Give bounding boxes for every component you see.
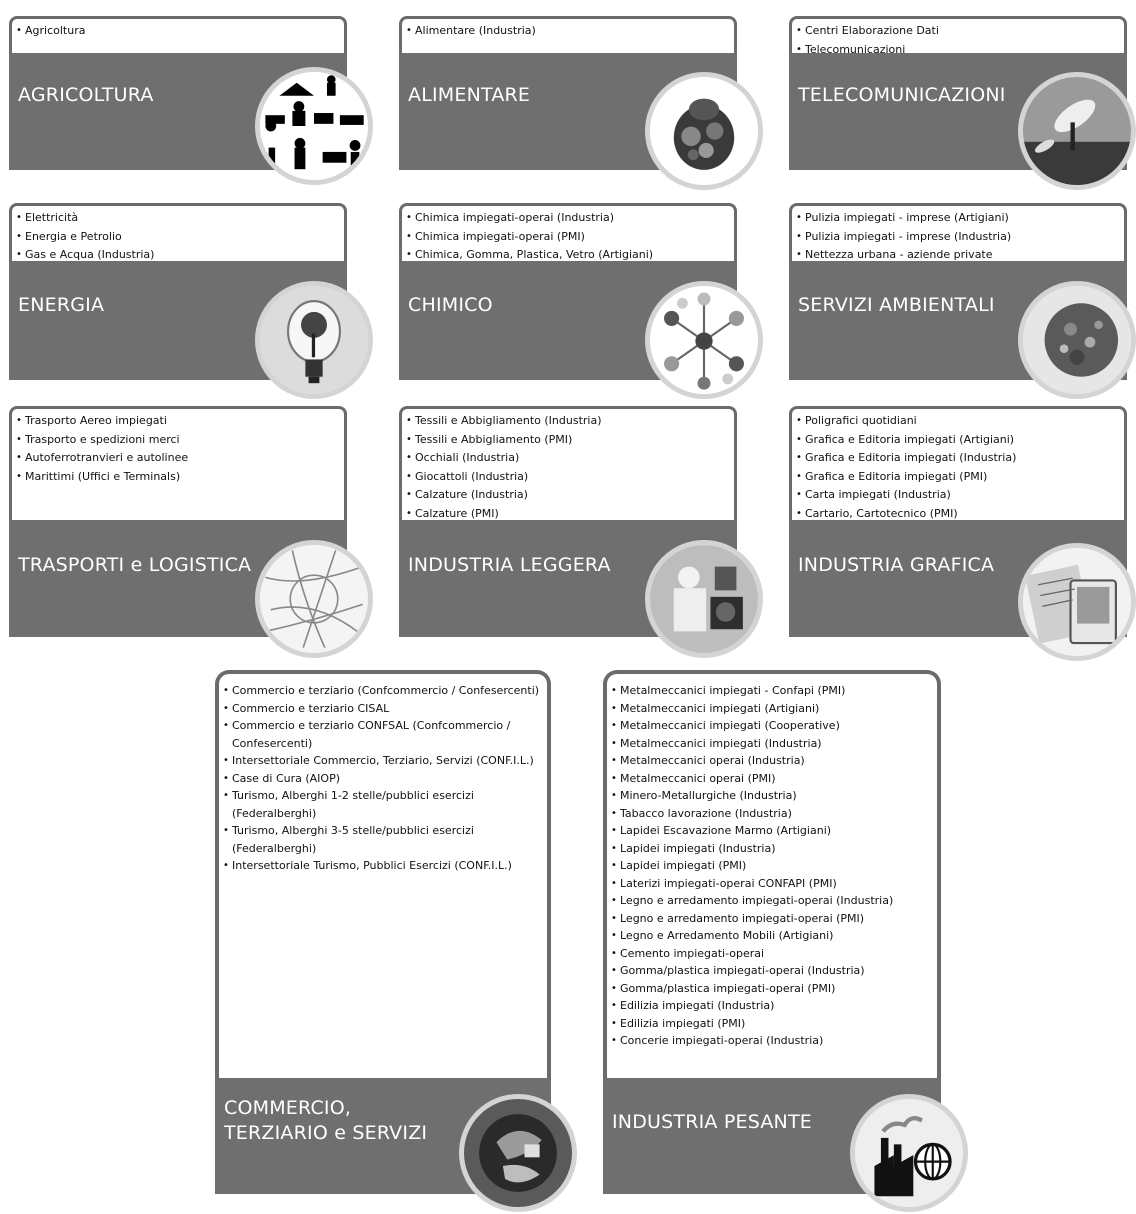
sector-item: Concerie impiegati-operai (Industria)	[611, 1032, 933, 1050]
sector-item: Lapidei impiegati (Industria)	[611, 840, 933, 858]
recycled-ball-icon	[1018, 281, 1136, 399]
sector-items-list: Tessili e Abbigliamento (Industria)Tessi…	[399, 406, 737, 520]
sector-item: Lapidei Escavazione Marmo (Artigiani)	[611, 822, 933, 840]
sector-item: Giocattoli (Industria)	[406, 468, 730, 487]
sector-item: Commercio e terziario (Confcommercio / C…	[223, 682, 543, 700]
sector-item: Case di Cura (AIOP)	[223, 770, 543, 788]
globe-collage-icon	[459, 1094, 577, 1212]
sector-items-list: Chimica impiegati-operai (Industria)Chim…	[399, 203, 737, 261]
sector-item: Chimica impiegati-operai (Industria)	[406, 209, 730, 228]
sector-item: Nettezza urbana - aziende private	[796, 246, 1120, 261]
sector-item: Commercio e terziario CONFSAL (Confcomme…	[223, 717, 543, 752]
sector-item: Gas e Acqua (Industria)	[16, 246, 340, 261]
sector-item: Metalmeccanici operai (Industria)	[611, 752, 933, 770]
sector-title: INDUSTRIA LEGGERA	[408, 554, 611, 576]
sector-title: INDUSTRIA PESANTE	[612, 1111, 812, 1133]
sector-item: Calzature (Industria)	[406, 486, 730, 505]
sector-title: ENERGIA	[18, 294, 105, 316]
sector-item: Trasporto Aereo impiegati	[16, 412, 340, 431]
sector-item: Energia e Petrolio	[16, 228, 340, 247]
sector-item: Occhiali (Industria)	[406, 449, 730, 468]
sector-card: Trasporto Aereo impiegatiTrasporto e spe…	[9, 406, 347, 637]
sector-item: Chimica, Gomma, Plastica, Vetro (Artigia…	[406, 246, 730, 261]
sector-items-list: ElettricitàEnergia e PetrolioGas e Acqua…	[9, 203, 347, 261]
sector-items-list: Commercio e terziario (Confcommercio / C…	[215, 670, 551, 1078]
sector-item: Legno e Arredamento Mobili (Artigiani)	[611, 927, 933, 945]
transit-map-icon	[255, 540, 373, 658]
sector-item: Grafica e Editoria impiegati (PMI)	[796, 468, 1120, 487]
sector-item: Minero-Metallurgiche (Industria)	[611, 787, 933, 805]
sector-title: ALIMENTARE	[408, 84, 531, 106]
sector-item: Metalmeccanici impiegati (Artigiani)	[611, 700, 933, 718]
sector-item: Pulizia impiegati - imprese (Industria)	[796, 228, 1120, 247]
sector-items-list: Trasporto Aereo impiegatiTrasporto e spe…	[9, 406, 347, 520]
sector-item: Metalmeccanici impiegati - Confapi (PMI)	[611, 682, 933, 700]
sector-item: Metalmeccanici impiegati (Industria)	[611, 735, 933, 753]
sector-items-list: Poligrafici quotidianiGrafica e Editoria…	[789, 406, 1127, 520]
sector-item: Marittimi (Uffici e Terminals)	[16, 468, 340, 487]
sector-item: Turismo, Alberghi 3-5 stelle/pubblici es…	[223, 822, 543, 857]
sector-item: Metalmeccanici impiegati (Cooperative)	[611, 717, 933, 735]
sector-item: Metalmeccanici operai (PMI)	[611, 770, 933, 788]
sector-item: Edilizia impiegati (Industria)	[611, 997, 933, 1015]
sector-item: Pulizia impiegati - imprese (Artigiani)	[796, 209, 1120, 228]
molecule-icon	[645, 281, 763, 399]
sector-item: Cartario, Cartotecnico (PMI)	[796, 505, 1120, 521]
sector-items-list: Centri Elaborazione DatiTelecomunicazion…	[789, 16, 1127, 53]
sector-title: TRASPORTI e LOGISTICA	[18, 554, 252, 576]
sector-item: Intersettoriale Commercio, Terziario, Se…	[223, 752, 543, 770]
sector-item: Cemento impiegati-operai	[611, 945, 933, 963]
sector-title: INDUSTRIA GRAFICA	[798, 554, 995, 576]
sector-item: Grafica e Editoria impiegati (Artigiani)	[796, 431, 1120, 450]
sector-item: Trasporto e spedizioni merci	[16, 431, 340, 450]
sector-item: Tessili e Abbigliamento (PMI)	[406, 431, 730, 450]
sector-item: Gomma/plastica impiegati-operai (PMI)	[611, 980, 933, 998]
sector-item: Alimentare (Industria)	[406, 22, 730, 41]
sector-item: Legno e arredamento impiegati-operai (In…	[611, 892, 933, 910]
sector-items-list: Alimentare (Industria)	[399, 16, 737, 53]
sector-item: Poligrafici quotidiani	[796, 412, 1120, 431]
sector-items-list: Pulizia impiegati - imprese (Artigiani)P…	[789, 203, 1127, 261]
sector-item: Legno e arredamento impiegati-operai (PM…	[611, 910, 933, 928]
sector-item: Telecomunicazioni	[796, 41, 1120, 54]
factory-globe-icon	[850, 1094, 968, 1212]
newspaper-ereader-icon	[1018, 543, 1136, 661]
sector-title: SERVIZI AMBIENTALI	[798, 294, 995, 316]
sector-item: Calzature (PMI)	[406, 505, 730, 521]
sector-item: Commercio e terziario CISAL	[223, 700, 543, 718]
sector-item: Gomma/plastica impiegati-operai (Industr…	[611, 962, 933, 980]
sector-title: COMMERCIO, TERZIARIO e SERVIZI	[224, 1097, 428, 1144]
sector-item: Elettricità	[16, 209, 340, 228]
sector-item: Tessili e Abbigliamento (Industria)	[406, 412, 730, 431]
agriculture-icon	[255, 67, 373, 185]
sector-item: Tabacco lavorazione (Industria)	[611, 805, 933, 823]
sector-title: TELECOMUNICAZIONI	[798, 84, 1006, 106]
sector-item: Agricoltura	[16, 22, 340, 41]
worker-machine-icon	[645, 540, 763, 658]
sector-item: Autoferrotranvieri e autolinee	[16, 449, 340, 468]
sector-item: Laterizi impiegati-operai CONFAPI (PMI)	[611, 875, 933, 893]
sector-item: Lapidei impiegati (PMI)	[611, 857, 933, 875]
sector-item: Intersettoriale Turismo, Pubblici Eserci…	[223, 857, 543, 875]
sector-item: Grafica e Editoria impiegati (Industria)	[796, 449, 1120, 468]
sector-item: Chimica impiegati-operai (PMI)	[406, 228, 730, 247]
satellite-dish-icon	[1018, 72, 1136, 190]
sector-item: Centri Elaborazione Dati	[796, 22, 1120, 41]
sector-item: Edilizia impiegati (PMI)	[611, 1015, 933, 1033]
sector-title: CHIMICO	[408, 294, 493, 316]
sector-items-list: Agricoltura	[9, 16, 347, 53]
sector-item: Turismo, Alberghi 1-2 stelle/pubblici es…	[223, 787, 543, 822]
sector-title: AGRICOLTURA	[18, 84, 154, 106]
lightbulb-tree-icon	[255, 281, 373, 399]
sector-items-list: Metalmeccanici impiegati - Confapi (PMI)…	[603, 670, 941, 1078]
food-icon	[645, 72, 763, 190]
sector-item: Carta impiegati (Industria)	[796, 486, 1120, 505]
